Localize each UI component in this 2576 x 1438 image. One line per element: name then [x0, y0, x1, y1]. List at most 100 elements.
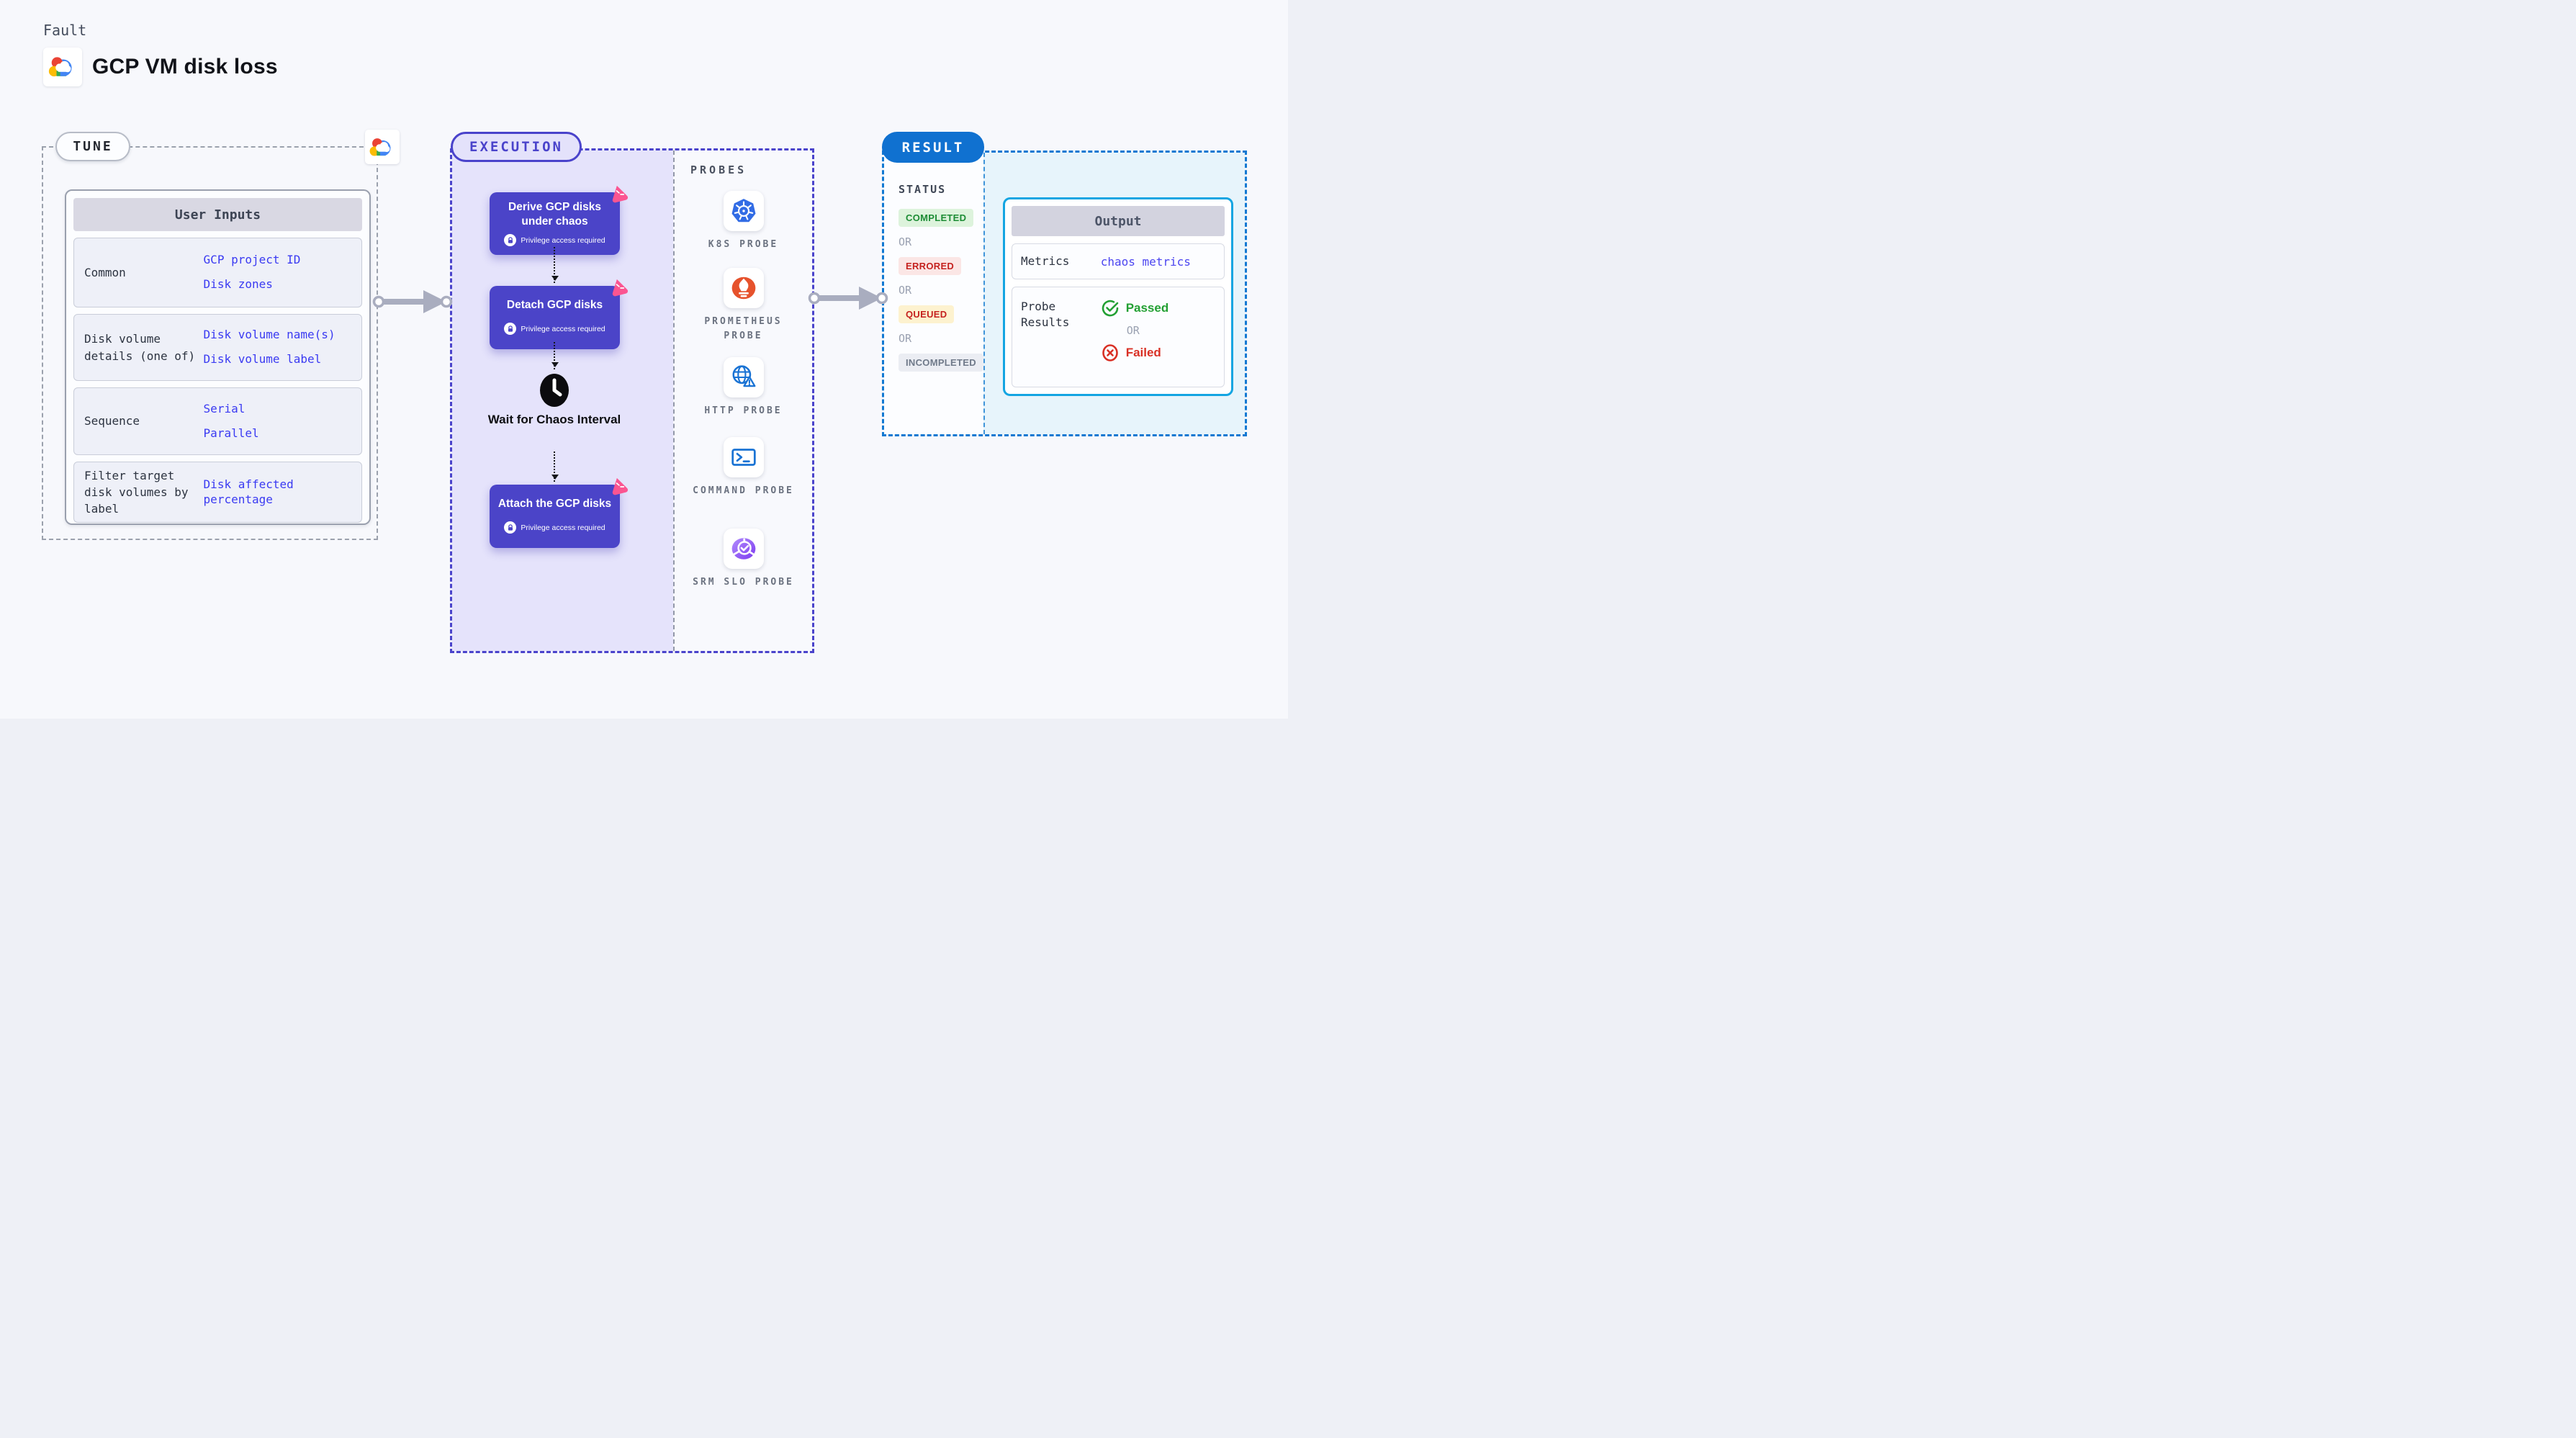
privilege-label: Privilege access required: [521, 324, 605, 333]
check-circle-icon: [1102, 300, 1118, 317]
lock-icon: [504, 323, 517, 336]
kubernetes-icon: [723, 191, 764, 231]
node-title: Attach the GCP disks: [497, 498, 612, 510]
flow-node-detach-disks: Detach GCP disks Privilege access requir…: [490, 279, 629, 350]
passed-label: Passed: [1125, 301, 1169, 315]
execution-section: Derive GCP disks under chaos Privilege a…: [450, 148, 814, 653]
input-link[interactable]: GCP project ID: [203, 253, 301, 267]
probe-label: HTTP PROBE: [704, 405, 783, 416]
clock-icon: [539, 372, 569, 412]
output-header: Output: [1012, 206, 1225, 236]
probe-label: PROMETHEUS PROBE: [704, 316, 783, 342]
lock-icon: [504, 234, 517, 247]
status-column: STATUS COMPLETED OR ERRORED OR QUEUED OR…: [884, 153, 983, 434]
flow-connector: [551, 342, 559, 369]
table-row: Filter target disk volumes by label Disk…: [73, 462, 362, 523]
probe-results-values: Passed OR Failed: [1101, 299, 1169, 362]
tune-section-badge: TUNE: [55, 132, 130, 161]
gcp-cloud-logo: [369, 138, 391, 156]
execution-section-badge: EXECUTION: [451, 132, 582, 162]
privilege-row: Privilege access required: [495, 323, 614, 336]
arrow-execution-to-result: [808, 287, 888, 310]
row-values: Disk affected percentage: [201, 470, 361, 515]
probe-item-command: COMMAND PROBE: [675, 437, 812, 498]
node-title: Derive GCP disks under chaos: [508, 201, 601, 228]
row-values: Serial Parallel: [201, 395, 361, 449]
status-badge-completed: COMPLETED: [899, 209, 974, 227]
input-link[interactable]: Disk volume name(s): [203, 328, 335, 342]
gcp-logo-card: [43, 48, 82, 86]
fault-eyebrow-label: Fault: [43, 22, 87, 39]
fault-diagram-page: Fault GCP VM disk loss TUNE User: [0, 0, 1288, 719]
gcp-cloud-logo: [48, 57, 72, 77]
or-divider: OR: [899, 235, 912, 248]
probes-panel: PROBES: [673, 150, 812, 651]
wait-step-label: Wait for Chaos Interval: [487, 413, 621, 426]
chaos-step-icon: [609, 277, 629, 300]
input-link[interactable]: Serial: [203, 401, 246, 415]
probe-label: SRM SLO PROBE: [693, 577, 794, 588]
result-output-panel: Output Metrics chaos metrics Probe Resul…: [983, 153, 1245, 434]
metrics-label: Metrics: [1021, 253, 1070, 268]
or-divider: OR: [899, 284, 912, 297]
row-values: Disk volume name(s) Disk volume label: [201, 320, 361, 374]
flow-node-attach-disks: Attach the GCP disks Privilege access re…: [490, 477, 629, 549]
probe-results-row: Probe Results Passed OR: [1012, 287, 1225, 387]
probe-item-prometheus: PROMETHEUS PROBE: [675, 268, 812, 343]
passed-line: Passed: [1101, 299, 1169, 318]
row-label: Common: [84, 265, 126, 279]
input-link[interactable]: Disk zones: [203, 277, 273, 291]
gcp-logo-card-small: [365, 130, 400, 164]
chaos-metrics-link[interactable]: chaos metrics: [1100, 254, 1191, 269]
probes-label: PROBES: [690, 163, 747, 176]
table-row: Disk volume details (one of) Disk volume…: [73, 314, 362, 381]
input-link[interactable]: Disk volume label: [203, 352, 322, 366]
node-title: Detach GCP disks: [506, 299, 603, 311]
flow-connector: [551, 451, 559, 482]
failed-line: Failed: [1101, 343, 1169, 362]
metrics-row: Metrics chaos metrics: [1012, 243, 1225, 279]
probe-item-http: HTTP PROBE: [675, 357, 812, 418]
lock-icon: [504, 521, 517, 534]
input-link[interactable]: Disk affected percentage: [203, 477, 294, 506]
or-divider: OR: [899, 332, 912, 345]
probe-results-label: Probe Results: [1021, 300, 1070, 330]
terminal-icon: [723, 437, 764, 477]
input-link[interactable]: Parallel: [203, 426, 259, 440]
probe-label: COMMAND PROBE: [693, 485, 794, 496]
row-label: Sequence: [84, 414, 140, 428]
status-label: STATUS: [899, 183, 947, 196]
output-card: Output Metrics chaos metrics Probe Resul…: [1003, 197, 1233, 396]
row-values: GCP project ID Disk zones: [201, 246, 361, 300]
table-row: Sequence Serial Parallel: [73, 387, 362, 455]
status-badge-incompleted: INCOMPLETED: [899, 354, 983, 372]
page-title: GCP VM disk loss: [92, 55, 278, 78]
or-divider: OR: [1126, 324, 1140, 337]
result-section: STATUS COMPLETED OR ERRORED OR QUEUED OR…: [882, 150, 1247, 436]
table-row: Common GCP project ID Disk zones: [73, 238, 362, 307]
prometheus-icon: [723, 268, 764, 308]
row-label: Filter target disk volumes by label: [84, 468, 189, 516]
probe-item-srm-slo: SRM SLO PROBE: [675, 529, 812, 590]
user-inputs-table: User Inputs Common GCP project ID Disk z…: [65, 189, 371, 525]
privilege-label: Privilege access required: [521, 235, 605, 245]
user-inputs-header: User Inputs: [73, 198, 362, 231]
probe-item-k8s: K8S PROBE: [675, 191, 812, 252]
privilege-row: Privilege access required: [495, 521, 614, 534]
failed-label: Failed: [1125, 346, 1161, 359]
row-label: Disk volume details (one of): [84, 332, 196, 363]
status-badge-queued: QUEUED: [899, 305, 955, 323]
result-section-badge: RESULT: [882, 132, 984, 163]
execution-flow: Derive GCP disks under chaos Privilege a…: [452, 150, 673, 651]
x-circle-icon: [1102, 344, 1118, 361]
http-globe-icon: [723, 357, 764, 397]
chaos-step-icon: [609, 184, 629, 207]
privilege-label: Privilege access required: [521, 523, 605, 532]
privilege-row: Privilege access required: [495, 234, 614, 247]
probe-label: K8S PROBE: [708, 239, 779, 250]
tune-section: User Inputs Common GCP project ID Disk z…: [42, 146, 378, 540]
chaos-step-icon: [609, 476, 629, 499]
flow-node-derive-disks: Derive GCP disks under chaos Privilege a…: [490, 185, 629, 256]
arrow-tune-to-execution: [372, 290, 453, 313]
flow-connector: [551, 247, 559, 283]
